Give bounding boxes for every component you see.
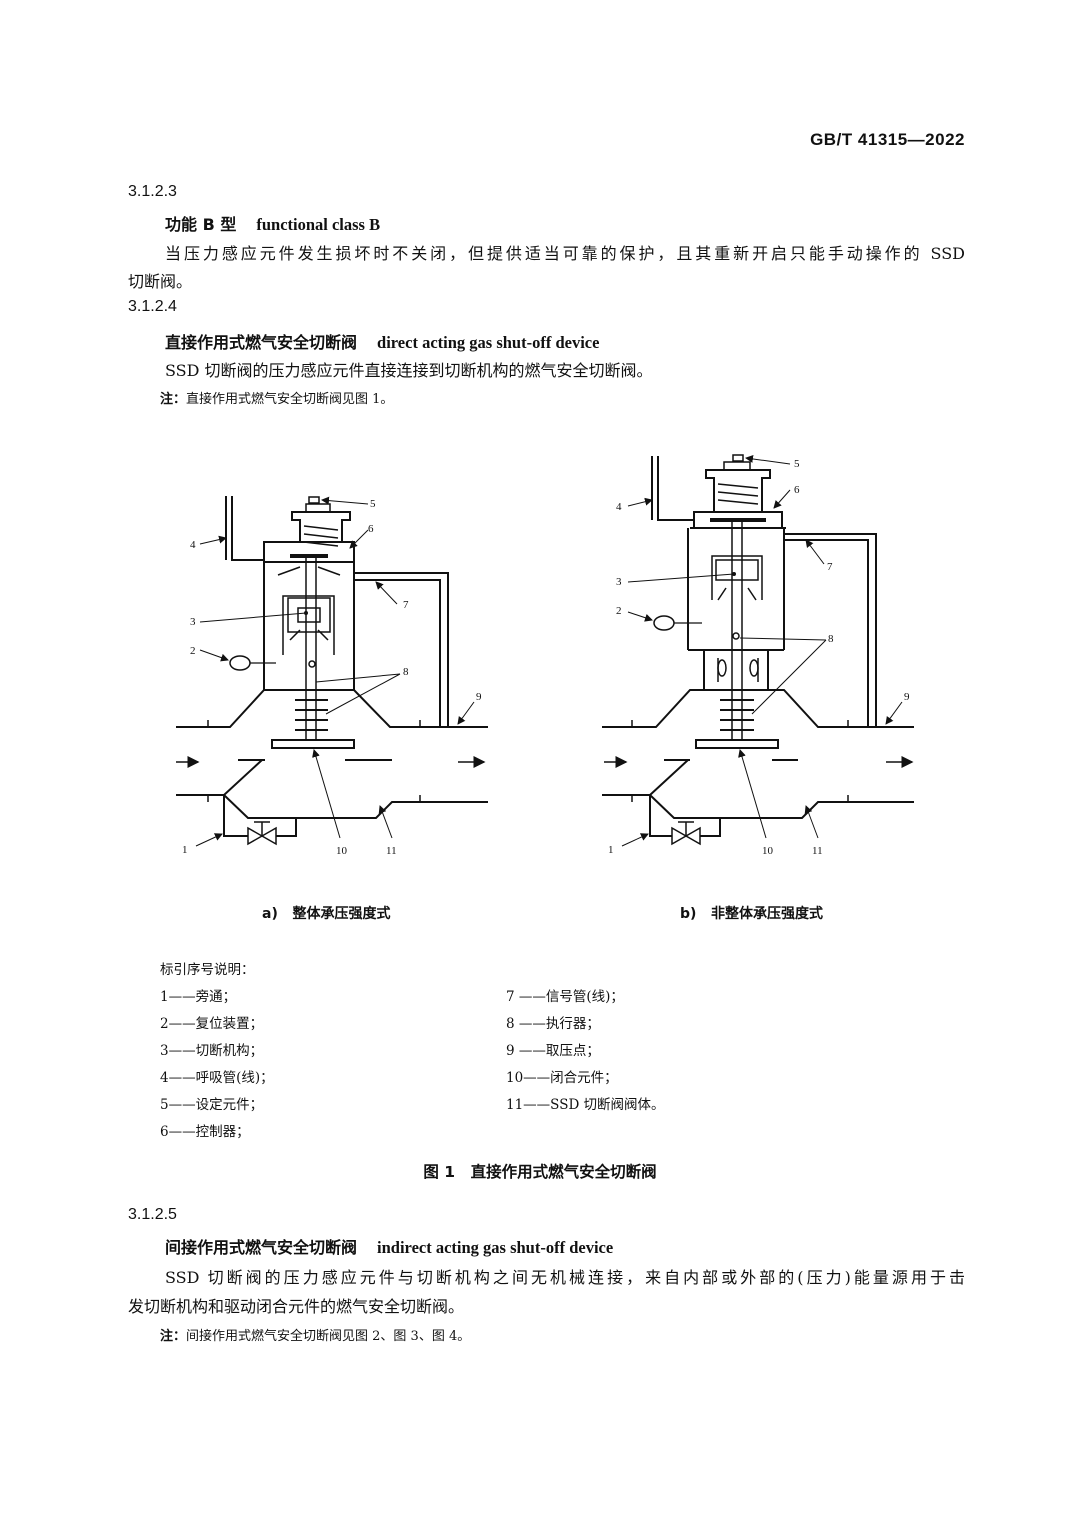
legend-item: 3——切断机构； [160, 1043, 264, 1059]
callout-9: 9 [904, 691, 910, 703]
callout-4: 4 [616, 501, 622, 513]
figure-caption: 图 1 直接作用式燃气安全切断阀 [423, 1163, 657, 1181]
clause-number-3125: 3.1.2.5 [128, 1206, 177, 1223]
legend-item: 2——复位装置； [160, 1016, 264, 1032]
callout-11: 11 [386, 845, 397, 857]
callout-2: 2 [190, 645, 196, 657]
note-label: 注： [160, 1329, 187, 1344]
callout-1: 1 [182, 844, 188, 856]
callout-8: 8 [828, 633, 834, 645]
term-zh: 功能 B 型 [165, 215, 237, 234]
term-3124: 直接作用式燃气安全切断阀 direct acting gas shut-off d… [165, 329, 599, 353]
callout-6: 6 [368, 523, 374, 535]
term-zh: 间接作用式燃气安全切断阀 [165, 1238, 358, 1257]
callout-3: 3 [616, 576, 622, 588]
diagram-b: 5 6 7 3 2 4 8 9 10 11 1 [602, 454, 914, 857]
definition-3125-line1: SSD 切断阀的压力感应元件与切断机构之间无机械连接，来自内部或外部的(压力)能… [165, 1268, 965, 1287]
callout-9: 9 [476, 691, 482, 703]
subfigure-b-letter: b) [680, 906, 697, 922]
callout-2: 2 [616, 605, 622, 617]
term-en: direct acting gas shut-off device [377, 333, 600, 352]
callout-1: 1 [608, 844, 614, 856]
document-id: GB/T 41315—2022 [810, 130, 965, 149]
figure-1-diagram: 5 6 7 3 2 4 8 9 10 11 1 [176, 454, 914, 857]
subfigure-b-title: 非整体承压强度式 [711, 906, 824, 922]
definition-3123-line2: 切断阀。 [128, 272, 193, 291]
clause-number-3124: 3.1.2.4 [128, 298, 177, 315]
callout-8: 8 [403, 666, 409, 678]
legend-item: 5——设定元件； [160, 1097, 264, 1113]
diagram-a: 5 6 7 3 2 4 8 9 10 11 1 [176, 496, 488, 857]
legend-item: 8 ——执行器； [506, 1016, 600, 1032]
term-3125: 间接作用式燃气安全切断阀 indirect acting gas shut-off… [165, 1234, 613, 1258]
legend-item: 1——旁通； [160, 989, 237, 1005]
callout-7: 7 [403, 599, 409, 611]
legend-item: 10——闭合元件； [506, 1070, 618, 1086]
callout-3: 3 [190, 616, 196, 628]
term-zh: 直接作用式燃气安全切断阀 [165, 333, 358, 352]
clause-number-3123: 3.1.2.3 [128, 183, 177, 200]
callout-11: 11 [812, 845, 823, 857]
subfigure-b-label: b) 非整体承压强度式 [680, 903, 823, 923]
note-3125: 注：间接作用式燃气安全切断阀见图 2、图 3、图 4。 [160, 1325, 470, 1344]
note-text: 间接作用式燃气安全切断阀见图 2、图 3、图 4。 [186, 1329, 471, 1344]
callout-5: 5 [794, 458, 800, 470]
note-label: 注： [160, 392, 187, 407]
definition-3124: SSD 切断阀的压力感应元件直接连接到切断机构的燃气安全切断阀。 [165, 361, 653, 380]
subfigure-a-label: a) 整体承压强度式 [262, 903, 390, 923]
legend-item: 4——呼吸管(线)； [160, 1070, 274, 1086]
callout-10: 10 [336, 845, 348, 857]
definition-3123-line1: 当压力感应元件发生损坏时不关闭，但提供适当可靠的保护，且其重新开启只能手动操作的… [165, 244, 965, 263]
legend-item: 9 ——取压点； [506, 1043, 600, 1059]
callout-6: 6 [794, 484, 800, 496]
callout-4: 4 [190, 539, 196, 551]
callout-10: 10 [762, 845, 774, 857]
note-3124: 注：直接作用式燃气安全切断阀见图 1。 [160, 388, 393, 407]
subfigure-a-title: 整体承压强度式 [292, 906, 391, 922]
legend-title: 标引序号说明： [160, 962, 255, 978]
note-text: 直接作用式燃气安全切断阀见图 1。 [186, 392, 394, 407]
definition-3125-line2: 发切断机构和驱动闭合元件的燃气安全切断阀。 [128, 1297, 465, 1316]
callout-5: 5 [370, 498, 376, 510]
legend-item: 6——控制器； [160, 1124, 250, 1140]
callout-7: 7 [827, 561, 833, 573]
term-en: indirect acting gas shut-off device [377, 1238, 614, 1257]
term-en: functional class B [256, 215, 381, 234]
legend-item: 11——SSD 切断阀阀体。 [506, 1097, 665, 1113]
legend-item: 7 ——信号管(线)； [506, 989, 624, 1005]
term-3123: 功能 B 型 functional class B [165, 211, 380, 235]
subfigure-a-letter: a) [262, 906, 278, 922]
